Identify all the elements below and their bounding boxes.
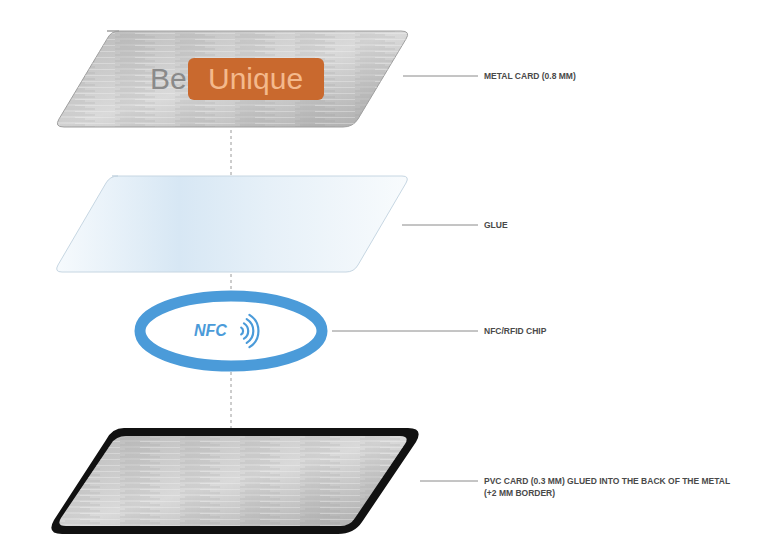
callout-label: GLUE bbox=[482, 219, 510, 231]
glue-layer bbox=[57, 176, 408, 272]
nfc-chip: NFC bbox=[133, 289, 329, 373]
pvc-card-face bbox=[59, 436, 406, 526]
leader-line bbox=[403, 76, 478, 77]
logo-box: Unique bbox=[188, 58, 324, 100]
callout-label: PVC CARD (0.3 MM) GLUED INTO THE BACK OF… bbox=[482, 475, 744, 499]
pvc-card-border bbox=[51, 428, 418, 534]
nfc-text: NFC bbox=[194, 323, 227, 339]
logo-text: Be bbox=[150, 64, 187, 94]
nfc-ring-shape bbox=[133, 289, 329, 373]
metal-card: Be Unique bbox=[55, 30, 410, 128]
callout-label: METAL CARD (0.8 MM) bbox=[482, 70, 578, 82]
callout-label: NFC/RFID CHIP bbox=[482, 325, 548, 337]
leader-line bbox=[332, 331, 478, 332]
brushed-texture bbox=[59, 436, 406, 526]
leader-line bbox=[420, 481, 478, 482]
leader-line bbox=[402, 225, 478, 226]
logo-text: Unique bbox=[208, 64, 303, 94]
